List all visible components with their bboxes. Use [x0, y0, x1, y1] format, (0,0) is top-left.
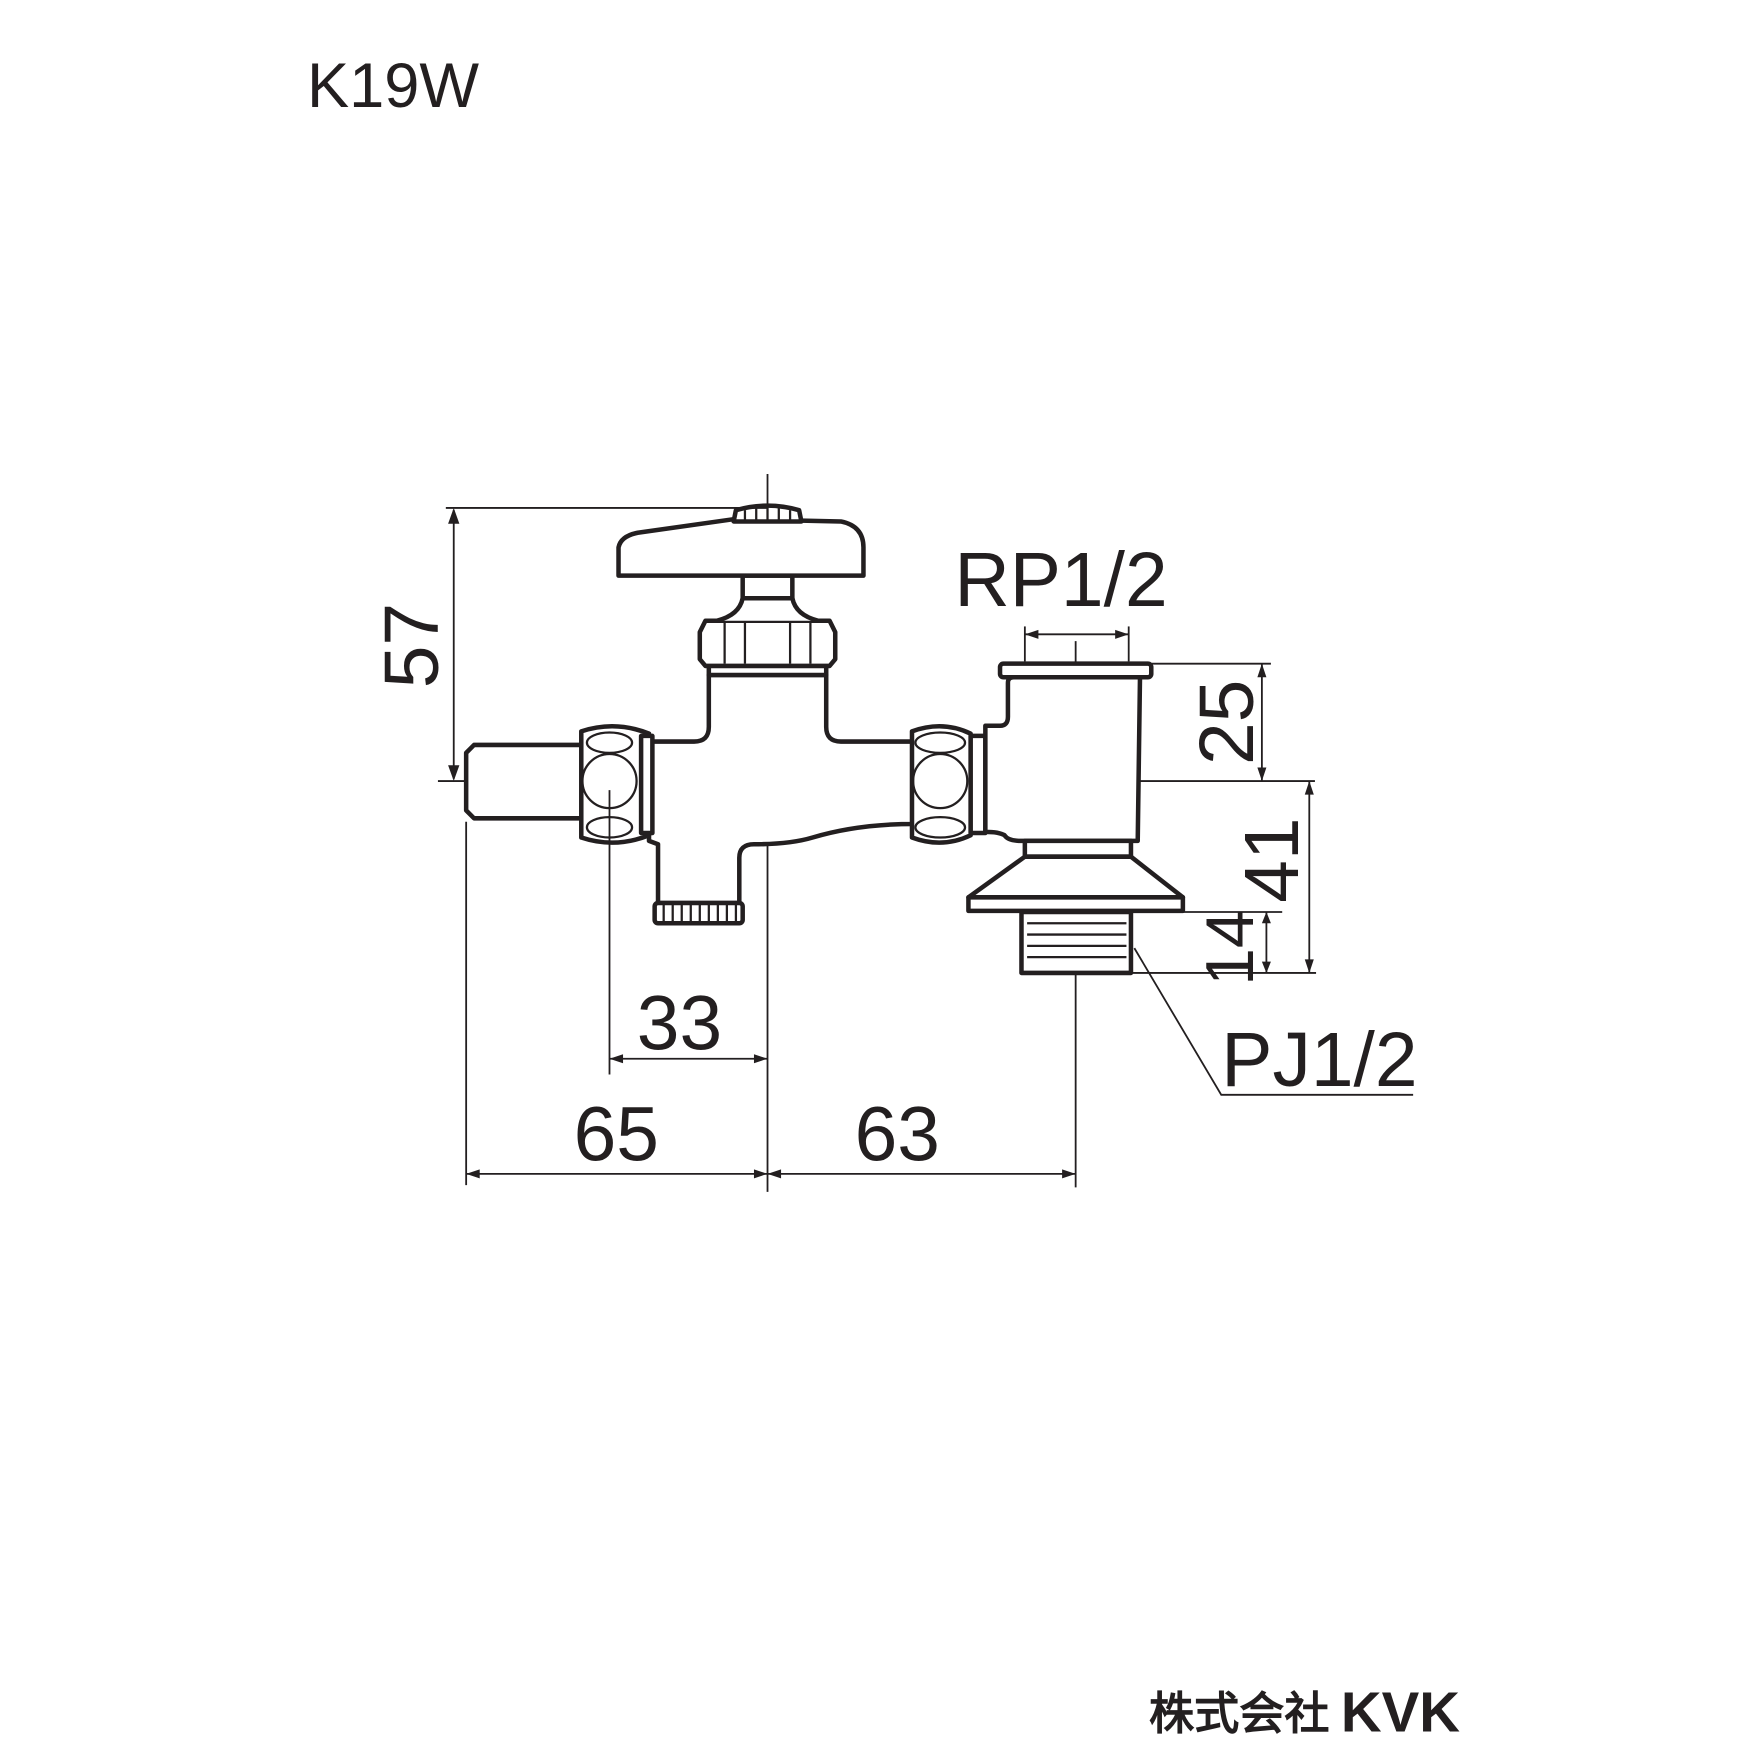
svg-text:65: 65 — [574, 1092, 659, 1177]
svg-text:57: 57 — [370, 603, 455, 688]
dimension-65: 65 — [465, 821, 768, 1186]
svg-text:33: 33 — [637, 982, 722, 1067]
svg-text:RP1/2: RP1/2 — [954, 538, 1167, 623]
dimension-14: 14 — [1182, 910, 1283, 986]
company-name: 株式会社 — [1149, 1688, 1330, 1739]
dimension-33: 33 — [608, 790, 768, 1075]
brand-logo: KVK — [1341, 1680, 1460, 1743]
callout-rp: RP1/2 — [954, 538, 1168, 662]
dimension-25: 25 — [1151, 662, 1271, 782]
svg-text:25: 25 — [1185, 680, 1270, 765]
dimension-57: 57 — [370, 507, 768, 782]
callout-pj: PJ1/2 — [1133, 947, 1418, 1103]
dimension-41: 41 — [1130, 781, 1317, 974]
faucet-body — [463, 503, 1186, 976]
model-title: K19W — [307, 51, 479, 121]
dimension-63: 63 — [767, 1092, 1076, 1179]
svg-text:41: 41 — [1230, 817, 1315, 902]
svg-text:63: 63 — [855, 1092, 940, 1177]
svg-text:14: 14 — [1193, 910, 1268, 985]
svg-text:PJ1/2: PJ1/2 — [1221, 1018, 1417, 1103]
